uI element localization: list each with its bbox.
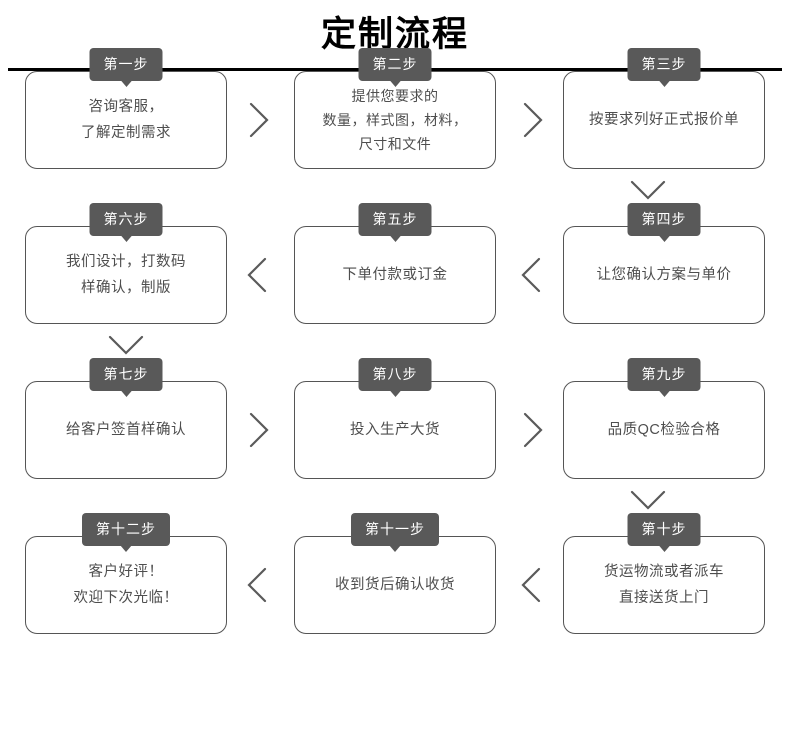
step-box-11: 第十一步 收到货后确认收货	[294, 513, 496, 634]
step-badge-10: 第十步	[627, 513, 701, 546]
chevron-down-icon	[626, 485, 670, 515]
step-text-2: 提供您要求的 数量，样式图，材料， 尺寸和文件	[322, 88, 468, 152]
step-badge-1: 第一步	[89, 48, 163, 81]
step-badge-6: 第六步	[89, 203, 163, 236]
customization-process-page: 定制流程 第一步 咨询客服， 了解定制需求 第二步 提供您要求的 数量，样式图，…	[0, 0, 790, 721]
step-box-3: 第三步 按要求列好正式报价单	[563, 48, 765, 169]
step-text-12: 客户好评！ 欢迎下次光临！	[73, 564, 179, 606]
flow-cell: 第六步 我们设计，打数码 样确认，制版	[25, 203, 227, 324]
chevron-right-icon	[242, 98, 274, 142]
step-box-5: 第五步 下单付款或订金	[294, 203, 496, 324]
process-flow-diagram: 第一步 咨询客服， 了解定制需求 第二步 提供您要求的 数量，样式图，材料， 尺…	[0, 48, 790, 721]
step-text-4: 让您确认方案与单价	[596, 267, 732, 283]
step-text-9: 品质QC检验合格	[607, 422, 721, 438]
flow-cell: 第二步 提供您要求的 数量，样式图，材料， 尺寸和文件	[294, 48, 496, 169]
flow-row-4: 第十二步 客户好评！ 欢迎下次光临！ 第十一步 收到货后确认收货 第十步 货运物…	[0, 513, 790, 691]
step-badge-3: 第三步	[627, 48, 701, 81]
chevron-right-icon	[516, 98, 548, 142]
chevron-left-icon	[516, 253, 548, 297]
flow-cell: 第十二步 客户好评！ 欢迎下次光临！	[25, 513, 227, 634]
step-badge-9: 第九步	[627, 358, 701, 391]
step-badge-8: 第八步	[358, 358, 432, 391]
step-box-7: 第七步 给客户签首样确认	[25, 358, 227, 479]
chevron-down-icon	[626, 175, 670, 205]
chevron-left-icon	[242, 253, 274, 297]
step-badge-5: 第五步	[358, 203, 432, 236]
step-text-8: 投入生产大货	[350, 422, 440, 438]
step-box-1: 第一步 咨询客服， 了解定制需求	[25, 48, 227, 169]
chevron-left-icon	[516, 563, 548, 607]
flow-row-3: 第七步 给客户签首样确认 第八步 投入生产大货 第九步 品质QC检验合格	[0, 358, 790, 536]
step-badge-7: 第七步	[89, 358, 163, 391]
step-text-3: 按要求列好正式报价单	[589, 112, 739, 128]
step-box-10: 第十步 货运物流或者派车 直接送货上门	[563, 513, 765, 634]
step-text-7: 给客户签首样确认	[66, 422, 186, 438]
step-box-12: 第十二步 客户好评！ 欢迎下次光临！	[25, 513, 227, 634]
chevron-down-icon	[104, 330, 148, 360]
chevron-right-icon	[516, 408, 548, 452]
step-badge-11: 第十一步	[351, 513, 439, 546]
flow-cell: 第五步 下单付款或订金	[294, 203, 496, 324]
flow-cell: 第八步 投入生产大货	[294, 358, 496, 479]
step-text-11: 收到货后确认收货	[335, 577, 455, 593]
flow-cell: 第四步 让您确认方案与单价	[563, 203, 765, 324]
step-box-2: 第二步 提供您要求的 数量，样式图，材料， 尺寸和文件	[294, 48, 496, 169]
step-box-8: 第八步 投入生产大货	[294, 358, 496, 479]
flow-row-1: 第一步 咨询客服， 了解定制需求 第二步 提供您要求的 数量，样式图，材料， 尺…	[0, 48, 790, 226]
flow-cell: 第一步 咨询客服， 了解定制需求	[25, 48, 227, 169]
step-badge-2: 第二步	[358, 48, 432, 81]
step-badge-4: 第四步	[627, 203, 701, 236]
step-box-6: 第六步 我们设计，打数码 样确认，制版	[25, 203, 227, 324]
flow-cell: 第三步 按要求列好正式报价单	[563, 48, 765, 169]
flow-cell: 第九步 品质QC检验合格	[563, 358, 765, 479]
chevron-left-icon	[242, 563, 274, 607]
flow-cell: 第十一步 收到货后确认收货	[294, 513, 496, 634]
step-text-1: 咨询客服， 了解定制需求	[81, 99, 171, 141]
step-text-6: 我们设计，打数码 样确认，制版	[66, 254, 186, 296]
step-badge-12: 第十二步	[82, 513, 170, 546]
flow-row-2: 第六步 我们设计，打数码 样确认，制版 第五步 下单付款或订金 第四步 让您确认…	[0, 203, 790, 381]
chevron-right-icon	[242, 408, 274, 452]
step-text-5: 下单付款或订金	[342, 267, 448, 283]
step-text-10: 货运物流或者派车 直接送货上门	[604, 564, 724, 606]
step-box-9: 第九步 品质QC检验合格	[563, 358, 765, 479]
flow-cell: 第七步 给客户签首样确认	[25, 358, 227, 479]
step-box-4: 第四步 让您确认方案与单价	[563, 203, 765, 324]
flow-cell: 第十步 货运物流或者派车 直接送货上门	[563, 513, 765, 634]
